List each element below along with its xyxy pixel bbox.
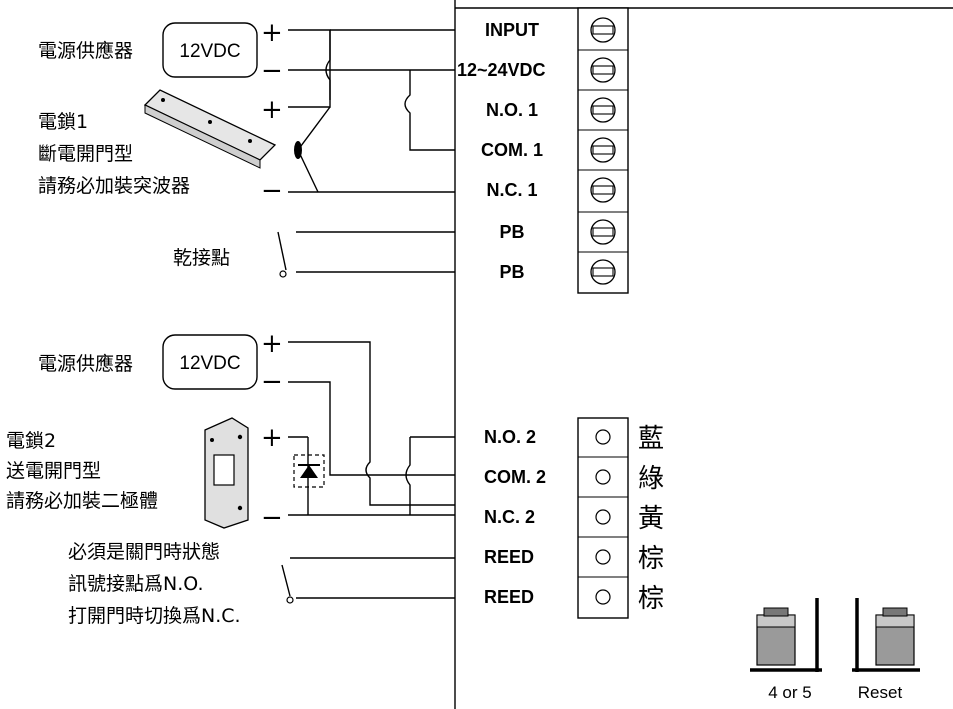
terminal-top-label: INPUT [485, 20, 539, 40]
terminal-top-label: COM. 1 [481, 140, 543, 160]
jumper-switch-reset[interactable] [852, 598, 920, 672]
power-supply-2-voltage: 12VDC [179, 353, 240, 374]
lock-1-minus: − [261, 176, 283, 206]
lock-1-plus: + [261, 95, 283, 125]
power-supply-1-plus: + [261, 18, 283, 48]
terminal-top-label: 12~24VDC [457, 60, 546, 80]
power-supply-1-minus: − [261, 56, 283, 86]
terminal-hole-icon [595, 429, 611, 445]
lock-2-text: 電鎖2 送電開門型 請務必加裝二極體 [6, 430, 158, 512]
reed-note-line-3: 打開門時切換爲N.C. [68, 605, 241, 627]
terminal-bottom-label: N.O. 2 [484, 427, 536, 447]
bottom-wires [288, 341, 455, 516]
lock-1-line-1: 電鎖1 [38, 111, 88, 133]
jumper-switch-4or5[interactable] [750, 598, 822, 672]
terminal-bottom-label: REED [484, 587, 534, 607]
lock-2-plus: + [261, 423, 283, 453]
power-supply-2: 電源供應器 12VDC + − [38, 329, 283, 397]
terminal-block-top: INPUT 12~24VDC N.O. 1 COM. 1 N.C. 1 PB PB [457, 7, 629, 294]
switch-right-label: Reset [858, 683, 903, 702]
lock-2-line-2: 送電開門型 [6, 460, 101, 482]
wire-color-label: 藍 [638, 424, 664, 454]
power-supply-2-plus: + [261, 329, 283, 359]
maglock-1-icon [143, 89, 277, 169]
wire-color-label: 棕 [638, 584, 664, 614]
screw-slot-icon [592, 145, 614, 155]
power-supply-1-voltage: 12VDC [179, 41, 240, 62]
terminal-top-label: PB [499, 222, 524, 242]
terminal-top-label: N.C. 1 [486, 180, 537, 200]
power-supply-2-minus: − [261, 367, 283, 397]
wire-color-label: 棕 [638, 544, 664, 574]
power-supply-1-label: 電源供應器 [38, 39, 133, 62]
terminal-block-bottom: N.O. 2 藍 COM. 2 綠 N.C. 2 黃 REED 棕 REED 棕 [484, 417, 664, 619]
screw-slot-icon [592, 25, 614, 35]
lock-1-text: 電鎖1 斷電開門型 請務必加裝突波器 [38, 111, 190, 197]
power-supply-2-label: 電源供應器 [38, 352, 133, 375]
dry-contact-label: 乾接點 [173, 247, 230, 269]
terminal-hole-icon [595, 549, 611, 565]
lock-1-line-3: 請務必加裝突波器 [38, 175, 190, 197]
terminal-hole-icon [595, 509, 611, 525]
screw-slot-icon [592, 65, 614, 75]
terminal-top-label: N.O. 1 [486, 100, 538, 120]
screw-slot-icon [592, 267, 614, 277]
screw-slot-icon [592, 227, 614, 237]
reed-note-text: 必須是關門時狀態 訊號接點爲N.O. 打開門時切換爲N.C. [68, 541, 241, 627]
reed-note-line-1: 必須是關門時狀態 [68, 541, 220, 563]
terminal-bottom-label: COM. 2 [484, 467, 546, 487]
power-supply-1: 電源供應器 12VDC + − [38, 18, 283, 86]
diode-icon [293, 454, 325, 488]
electric-strike-icon [204, 417, 249, 529]
terminal-bottom-label: N.C. 2 [484, 507, 535, 527]
terminal-top-label: PB [499, 262, 524, 282]
terminal-hole-icon [595, 469, 611, 485]
top-wires [277, 29, 455, 278]
screw-slot-icon [592, 185, 614, 195]
wire-color-label: 黃 [638, 504, 664, 534]
wire-color-label: 綠 [638, 464, 664, 494]
lock-2-line-1: 電鎖2 [6, 430, 56, 452]
controller-board [454, 0, 953, 709]
reed-switch [281, 557, 455, 604]
terminal-hole-icon [595, 589, 611, 605]
screw-slot-icon [592, 105, 614, 115]
lock-2-minus: − [261, 503, 283, 533]
terminal-bottom-label: REED [484, 547, 534, 567]
reed-note-line-2: 訊號接點爲N.O. [68, 573, 203, 595]
lock-1-line-2: 斷電開門型 [38, 143, 133, 165]
switch-left-label: 4 or 5 [768, 683, 811, 702]
lock-2-line-3: 請務必加裝二極體 [6, 490, 158, 512]
